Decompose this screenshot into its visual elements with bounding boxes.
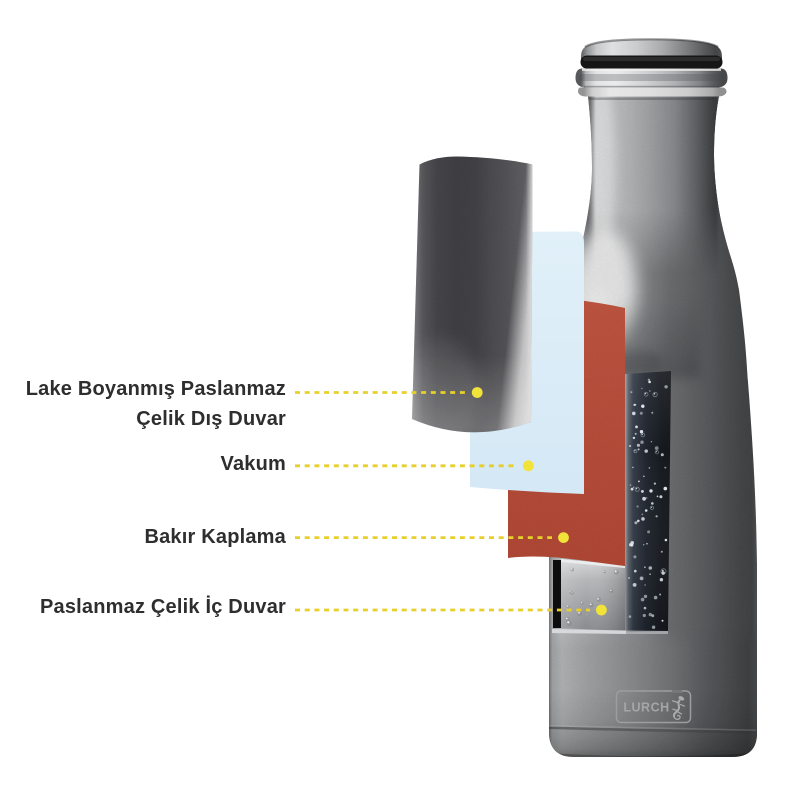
svg-text:LURCH: LURCH: [623, 701, 669, 715]
